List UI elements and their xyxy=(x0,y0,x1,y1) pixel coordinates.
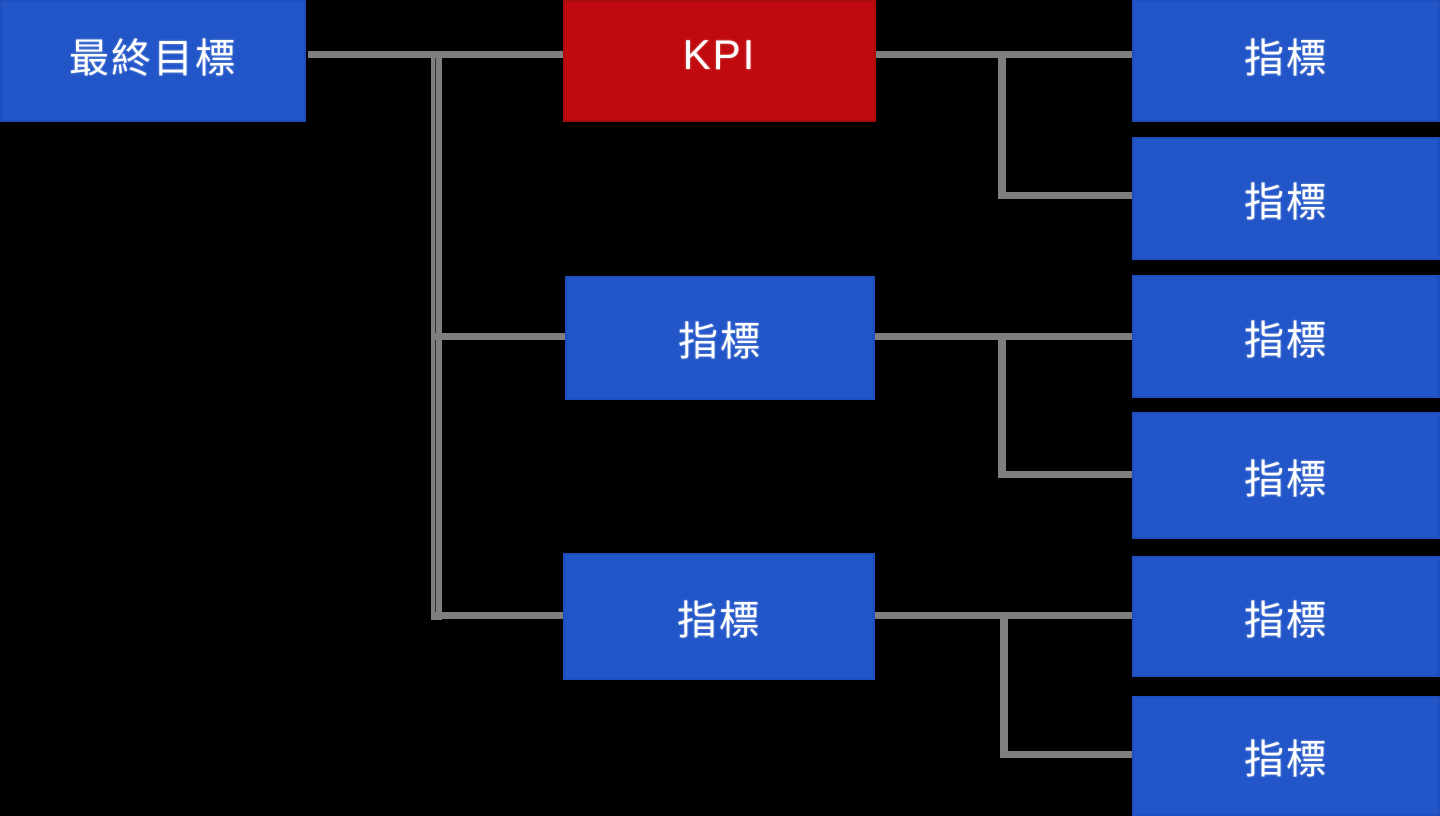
node-indicator-mid-2-label: 指標 xyxy=(677,598,761,643)
connector-mid1-drop-vertical xyxy=(998,336,1006,478)
connector-kpi-drop-vertical xyxy=(998,54,1006,199)
node-indicator-mid-1-label: 指標 xyxy=(678,320,762,364)
node-kpi: KPI xyxy=(563,0,876,122)
connector-mid2-to-leaf6 xyxy=(1000,751,1132,758)
node-indicator-leaf-5-label: 指標 xyxy=(1244,598,1328,643)
node-indicator-leaf-5: 指標 xyxy=(1132,556,1440,677)
node-indicator-leaf-1-label: 指標 xyxy=(1244,37,1328,81)
node-kpi-label: KPI xyxy=(682,31,757,78)
node-indicator-leaf-4: 指標 xyxy=(1132,412,1440,539)
node-indicator-mid-1: 指標 xyxy=(565,276,875,400)
connector-trunk-to-mid2 xyxy=(431,612,563,619)
node-indicator-mid-2: 指標 xyxy=(563,553,875,680)
node-final-goal: 最終目標 xyxy=(0,0,306,122)
node-indicator-leaf-2: 指標 xyxy=(1132,137,1440,260)
node-final-goal-label: 最終目標 xyxy=(69,37,237,81)
node-indicator-leaf-6: 指標 xyxy=(1132,696,1440,816)
node-indicator-leaf-4-label: 指標 xyxy=(1244,457,1328,502)
connector-mid1-to-leaf4 xyxy=(998,471,1132,478)
connector-kpi-to-leaf2 xyxy=(998,192,1132,199)
connector-trunk-to-mid1 xyxy=(431,333,565,340)
node-indicator-leaf-1: 指標 xyxy=(1132,0,1440,122)
node-indicator-leaf-6-label: 指標 xyxy=(1244,738,1328,782)
connector-mid2-drop-vertical xyxy=(1000,615,1008,758)
node-indicator-leaf-3-label: 指標 xyxy=(1244,318,1328,363)
node-indicator-leaf-3: 指標 xyxy=(1132,275,1440,398)
node-indicator-leaf-2-label: 指標 xyxy=(1244,180,1328,225)
